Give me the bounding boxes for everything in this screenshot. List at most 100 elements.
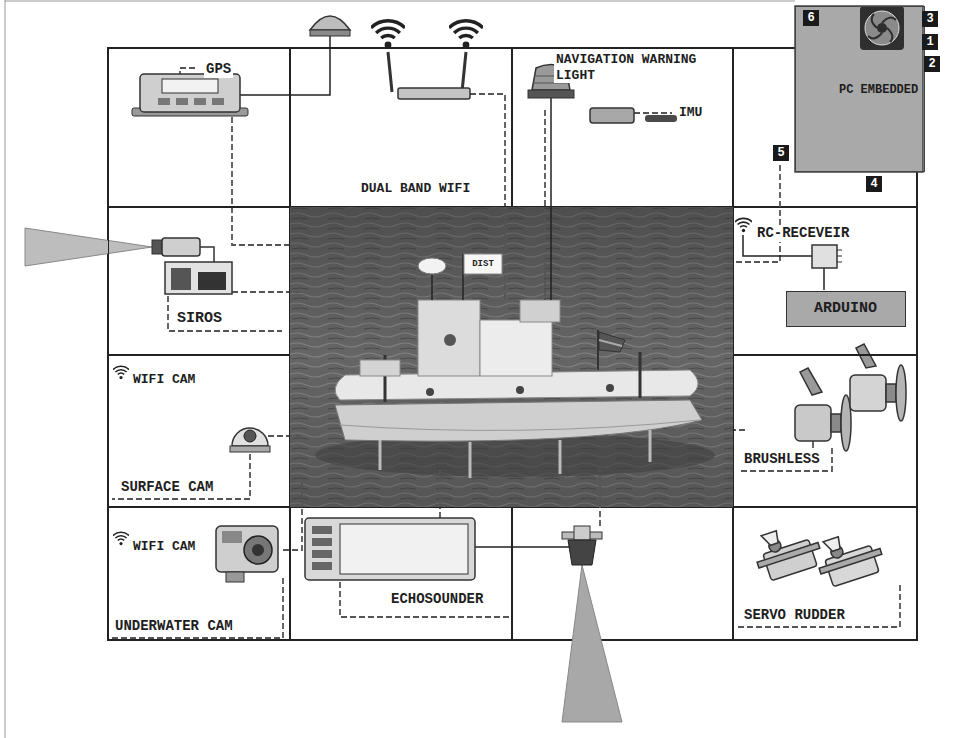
- device-label: SURFACE CAM: [119, 479, 215, 496]
- surface-cam: [230, 446, 270, 452]
- pc-embedded: [868, 14, 896, 42]
- siros-camera: [198, 272, 226, 290]
- servo-rudders: [757, 543, 820, 568]
- underwater-cam: [113, 532, 129, 545]
- siros-cell: SIROS: [108, 207, 290, 355]
- leader-lines: [738, 585, 900, 627]
- gps-cell: GPS: [108, 48, 290, 207]
- device-label: PC EMBEDDED: [837, 83, 920, 97]
- boat-photo: [290, 207, 733, 507]
- wires: [240, 36, 824, 547]
- pc-embedded: [877, 23, 887, 33]
- leader-lines: [738, 448, 832, 471]
- rc-receiver: [837, 250, 842, 251]
- leader-lines: [340, 582, 510, 617]
- boat-photo: [335, 400, 702, 441]
- brushless-motors: [896, 365, 906, 421]
- leader-lines: [112, 578, 283, 638]
- navigation-light: [528, 90, 574, 98]
- device-label: GPS: [204, 61, 233, 78]
- boat-photo: [516, 386, 524, 394]
- surface-cam-cell: WIFI CAM SURFACE CAM: [108, 355, 290, 507]
- leader-lines: [439, 470, 441, 518]
- boat-photo: [639, 352, 642, 398]
- echosounder-cell: ECHOSOUNDER: [290, 507, 512, 640]
- boat-photo: [649, 430, 652, 462]
- wires: [823, 268, 825, 290]
- boat-photo: [290, 207, 733, 507]
- echosounder-device: [305, 518, 475, 580]
- siros-camera: [25, 228, 232, 294]
- surface-cam: [113, 366, 129, 379]
- boat-photo: [480, 320, 552, 376]
- imu-sensor: [590, 108, 634, 123]
- wires: [550, 98, 552, 300]
- underwater-cam-cell: WIFI CAM UNDERWATER CAM: [108, 507, 290, 640]
- leader-lines: [725, 429, 745, 431]
- nav-imu-cell: NAVIGATION WARNING LIGHTIMU: [512, 48, 733, 207]
- boat-photo: [426, 388, 434, 396]
- gps-device: [132, 74, 248, 116]
- boat-photo: [418, 300, 480, 376]
- callout-number: 6: [803, 10, 819, 26]
- brushless-motors: [795, 344, 906, 451]
- camera-type: WIFI CAM: [131, 372, 197, 388]
- callout-number: 3: [922, 11, 938, 27]
- underwater-cam: [216, 526, 278, 572]
- arduino-box: ARDUINO: [786, 291, 906, 327]
- transducer: [574, 526, 590, 540]
- device-label: UNDERWATER CAM: [113, 618, 235, 635]
- wifi-router: [371, 21, 405, 49]
- image-frame: [5, 0, 6, 738]
- rc-receiver: [735, 218, 752, 232]
- servo-rudder-cell: SERVO RUDDER: [733, 507, 917, 640]
- boat-photo: [469, 442, 472, 478]
- underwater-cam: [226, 572, 244, 582]
- callout-number: 4: [866, 176, 882, 192]
- brushless-motors: [795, 405, 831, 441]
- device-label: SIROS: [175, 310, 224, 328]
- surface-cam: [113, 366, 270, 452]
- echosounder-device: [312, 526, 332, 534]
- boat-photo: [444, 334, 456, 346]
- pc-box: PC EMBEDDED: [795, 6, 925, 172]
- pc-embedded: [795, 6, 923, 172]
- device-label: BRUSHLESS: [742, 451, 822, 468]
- boat-photo: [464, 254, 502, 274]
- servo-rudders: [750, 520, 887, 590]
- device-label: ECHOSOUNDER: [389, 591, 485, 608]
- device-label: DUAL BAND WIFI: [359, 181, 472, 197]
- brushless-motors: [831, 414, 841, 432]
- leader-lines: [712, 165, 780, 262]
- gps-device: [162, 79, 218, 93]
- underwater-cam: [244, 536, 272, 564]
- wifi-router: [388, 52, 392, 92]
- leader-lines: [599, 470, 601, 526]
- transducer: [568, 540, 596, 565]
- leader-lines: [112, 68, 900, 638]
- pc-embedded: [865, 11, 899, 45]
- gps-device: [212, 98, 224, 105]
- transducer: [562, 565, 622, 722]
- device-label: RC-RECEVEIR: [755, 225, 851, 242]
- brushless-motors: [800, 368, 822, 395]
- servo-rudders: [812, 526, 887, 590]
- camera-type: WIFI CAM: [131, 539, 197, 555]
- imu-sensor: [645, 115, 677, 122]
- surface-cam: [232, 428, 268, 446]
- boat-photo: [360, 360, 400, 376]
- rc-receiver: [837, 262, 842, 263]
- wifi-router: [371, 21, 483, 99]
- echosounder-device: [312, 550, 332, 558]
- board-label: ARDUINO: [812, 300, 879, 318]
- servo-rudders: [819, 549, 882, 574]
- rc-receiver: [812, 245, 837, 268]
- boat-photo: [599, 332, 625, 352]
- boat-photo: [290, 207, 733, 507]
- echosounder-device: [312, 538, 332, 546]
- boat-photo: [418, 258, 446, 274]
- siros-camera: [162, 238, 200, 256]
- underwater-cam: [113, 526, 278, 582]
- gps-device: [194, 98, 206, 105]
